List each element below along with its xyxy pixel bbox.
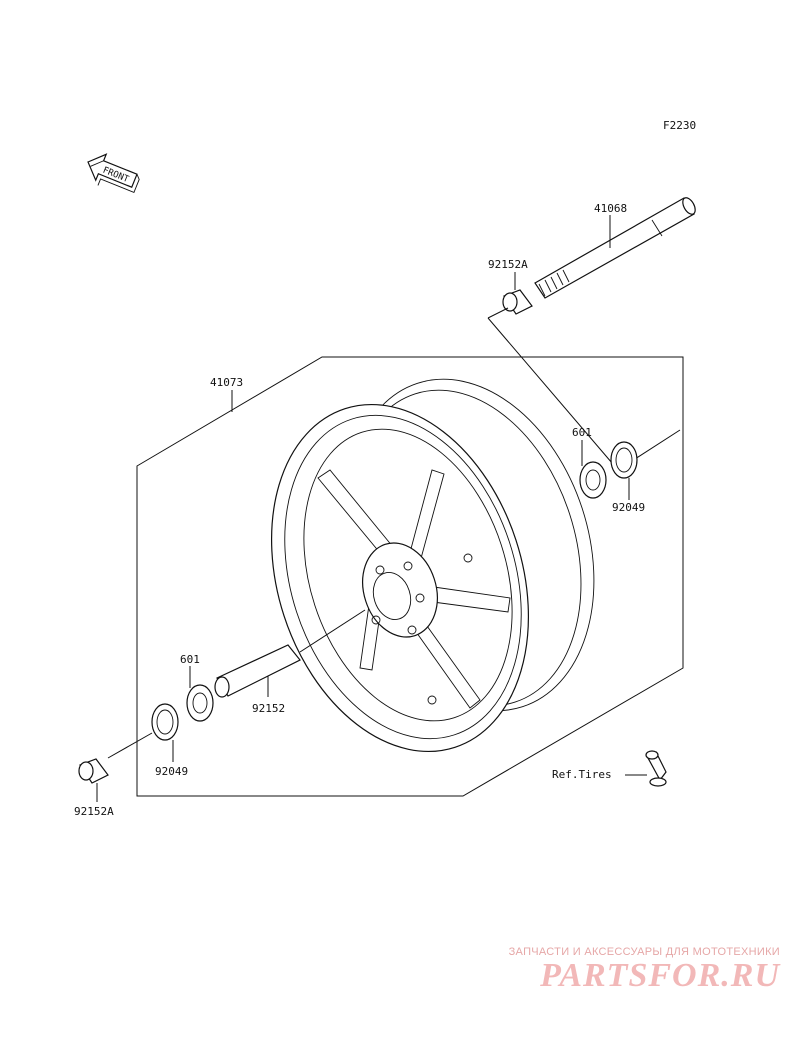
wheel-part: [270, 378, 595, 753]
label-spacer: 92152: [252, 702, 285, 715]
label-wheel: 41073: [210, 376, 243, 389]
spacer-part: [214, 644, 301, 698]
label-axle: 41068: [594, 202, 627, 215]
axle-part: [534, 197, 696, 299]
label-seal-left: 92049: [155, 765, 188, 778]
figure-code: F2230: [663, 119, 696, 132]
collar-top-part: [502, 289, 533, 315]
front-arrow-icon: FRONT: [87, 153, 140, 194]
label-collar-top: 92152A: [488, 258, 528, 271]
seal-left-part: [151, 703, 179, 741]
watermark-tagline: ЗАПЧАСТИ И АКСЕССУАРЫ ДЛЯ МОТОТЕХНИКИ: [508, 946, 780, 958]
valve-icon: [645, 750, 667, 787]
label-seal-right: 92049: [612, 501, 645, 514]
label-ref-tires: Ref.Tires: [552, 768, 612, 781]
watermark: ЗАПЧАСТИ И АКСЕССУАРЫ ДЛЯ МОТОТЕХНИКИ PA…: [480, 946, 780, 994]
seal-right-part: [610, 441, 638, 479]
label-bearing-right: 601: [572, 426, 592, 439]
label-bearing-left: 601: [180, 653, 200, 666]
bearing-left-part: [186, 684, 214, 722]
axle-line-left: [299, 609, 366, 653]
axle-line-left-end: [107, 732, 153, 759]
bearing-right-part: [579, 461, 607, 499]
watermark-logo: PARTSFOR.RU: [540, 957, 780, 994]
assembly-bracket: [136, 356, 684, 797]
label-collar-bottom: 92152A: [74, 805, 114, 818]
collar-bottom-part: [78, 758, 109, 784]
axle-centerline: [487, 307, 681, 471]
